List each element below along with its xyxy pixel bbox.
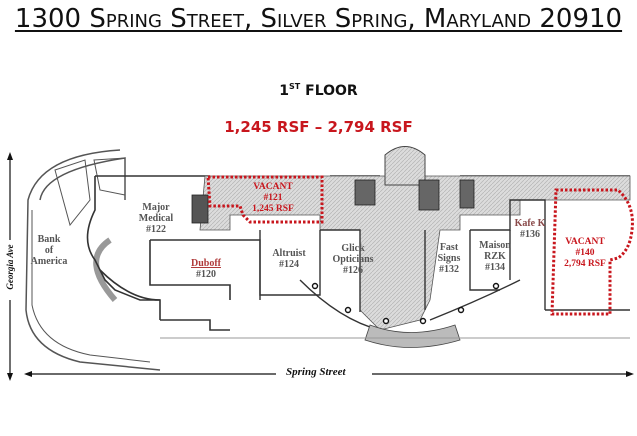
georgia-ave-arrow	[4, 152, 16, 381]
entrance-steps	[160, 324, 630, 348]
rsf-range: 1,245 RSF – 2,794 RSF	[224, 118, 413, 136]
vacant-121-outline	[206, 175, 324, 224]
spring-street-arrow	[24, 366, 634, 382]
tenant-maison-rzk: Maison RZK #134	[479, 240, 511, 273]
columns	[311, 282, 500, 325]
bank-of-america-outline	[25, 149, 161, 371]
vacant-140-outline	[550, 188, 634, 316]
vacant-140-label: VACANT #140 2,794 RSF	[564, 237, 606, 269]
tenant-altruist: Altruist #124	[272, 248, 306, 270]
floor-number: 1	[279, 83, 290, 99]
floor-label: 1ST FLOOR	[0, 82, 637, 99]
georgia-ave-label: Georgia Ave	[5, 244, 15, 290]
tenant-kafe-k: Kafe K #136	[514, 218, 546, 240]
tenant-duboff: Duboff #120	[190, 258, 221, 280]
floor-plan	[4, 146, 634, 382]
tenant-fast-signs: Fast Signs #132	[437, 242, 461, 275]
property-address-title: 1300 Spring Street, Silver Spring, Maryl…	[14, 4, 623, 34]
floor-suffix: ST	[289, 82, 301, 91]
common-corridor	[191, 146, 631, 331]
spring-street-label: Spring Street	[286, 366, 346, 378]
tenant-glick-opticians: Glick Opticians #126	[332, 243, 374, 276]
tenant-bank-of-america: Bank of America	[30, 234, 68, 267]
floor-word: FLOOR	[305, 83, 358, 99]
vacant-121-label: VACANT #121 1,245 RSF	[252, 182, 294, 214]
tenant-major-medical: Major Medical #122	[138, 202, 174, 235]
